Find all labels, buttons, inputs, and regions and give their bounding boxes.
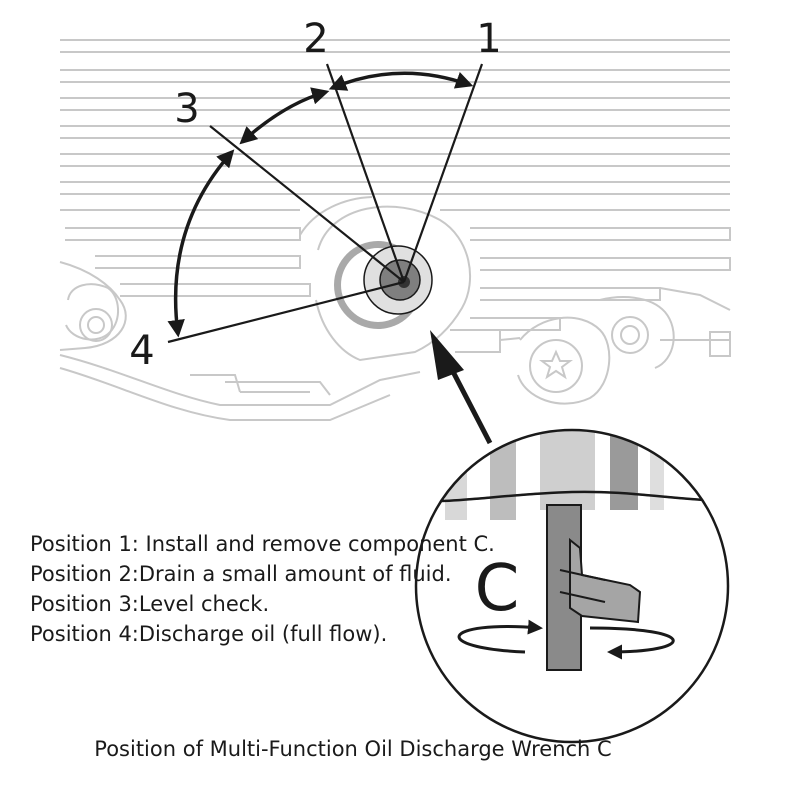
legend-position-1: Position 1: Install and remove component… [30, 532, 495, 556]
bolt-icon-right [611, 316, 649, 354]
arrow-2-3 [239, 87, 330, 145]
arrow-3-4 [167, 149, 235, 338]
position-number-2: 2 [303, 16, 328, 62]
inset-label-c: C [475, 552, 520, 626]
arrow-1-2 [328, 71, 474, 91]
position-number-3: 3 [174, 86, 199, 132]
oil-pan-ribs [60, 39, 730, 195]
bolt-icon-left [79, 308, 113, 342]
drain-plug [334, 241, 433, 329]
rotation-arrows [167, 71, 474, 338]
position-lines [167, 63, 484, 344]
position-line-2 [325, 63, 406, 283]
position-number-4: 4 [129, 328, 154, 374]
position-line-3 [209, 125, 405, 283]
legend-position-4: Position 4:Discharge oil (full flow). [30, 622, 387, 646]
rotation-ellipse [457, 619, 543, 654]
diagram-caption: Position of Multi-Function Oil Discharge… [94, 737, 611, 761]
legend-position-3: Position 3:Level check. [30, 592, 269, 616]
torx-bolt-icon [529, 339, 583, 393]
position-number-1: 1 [476, 16, 501, 62]
legend-position-2: Position 2:Drain a small amount of fluid… [30, 562, 452, 586]
position-line-1 [402, 63, 484, 283]
inset-detail: C [414, 428, 730, 744]
position-legend: Position 1: Install and remove component… [30, 532, 495, 646]
pointer-arrow [430, 330, 493, 445]
